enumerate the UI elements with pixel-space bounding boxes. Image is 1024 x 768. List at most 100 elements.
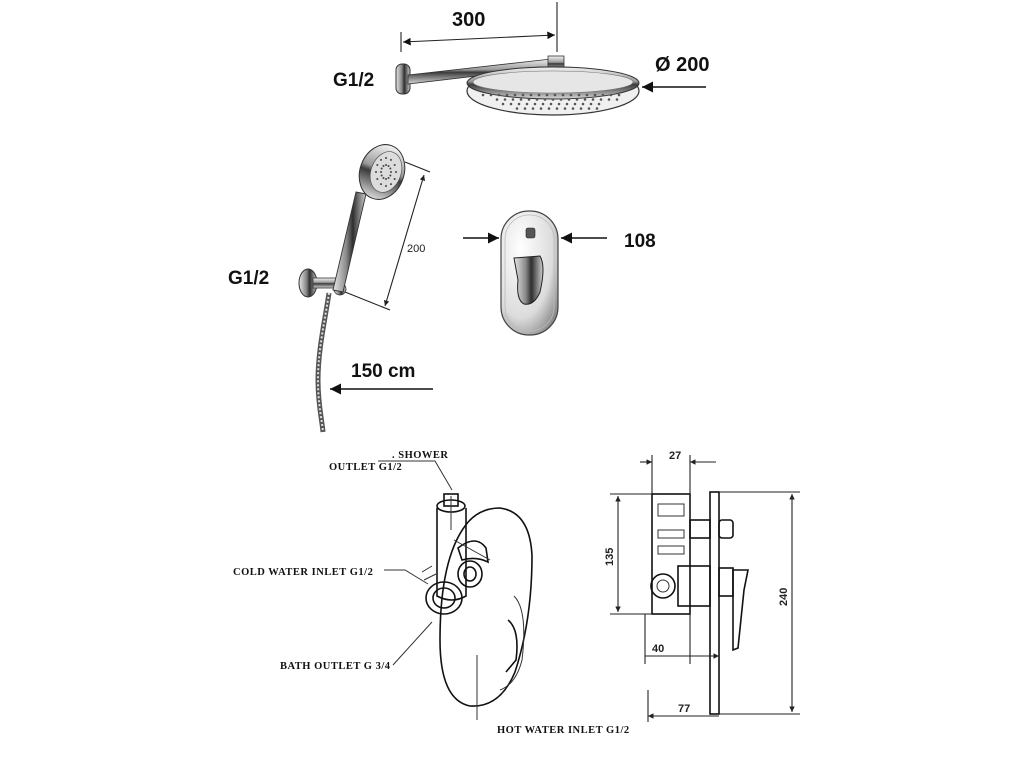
head-arm-length-label: 300 [452,9,485,31]
nozzle-dot [543,98,547,101]
leader-bath-outlet [392,621,433,666]
side-inlet-circle [650,573,676,599]
shower-hose [315,292,332,433]
hand-nozzle-dot [390,183,392,186]
side-body-detail-3 [657,545,685,555]
side-cartridge [677,565,711,607]
nozzle-dot [513,93,517,97]
side-body-detail-1 [657,503,685,517]
side-inlet-bore [656,579,670,593]
nozzle-dot [519,98,523,101]
nozzle-dot [617,93,621,97]
nozzle-dot [601,93,605,97]
cold-inlet-port [425,581,463,615]
nozzle-dot [523,107,527,110]
dim-200-ext-top [404,161,431,173]
nozzle-dot [501,102,505,106]
hand-nozzle-dot [376,164,379,166]
nozzle-dot [527,98,531,101]
hand-nozzle-dot [382,164,385,167]
nozzle-dot [599,98,603,101]
nozzle-dot [575,98,579,101]
nozzle-dot [589,102,593,106]
body-cylinder [436,508,467,601]
nozzle-dot [553,93,557,97]
nozzle-dot [591,98,595,101]
dim-40-label: 40 [652,643,664,655]
hand-nozzle-dot [393,164,396,166]
hand-shower-handle [332,191,367,293]
nozzle-dot [533,102,537,106]
nozzle-dot [565,102,569,106]
shower-outlet-label-2: OUTLET G1/2 [329,462,402,473]
nozzle-dot [511,98,515,101]
hot-inlet-label: HOT WATER INLET G1/2 [497,725,630,736]
nozzle-dot [549,102,553,106]
side-lever-base [718,567,734,597]
nozzle-dot [569,93,573,97]
nozzle-dot [609,93,613,97]
nozzle-dot [521,93,525,97]
side-valve-body [651,493,691,615]
hand-nozzle-dot [387,164,390,167]
nozzle-dot [587,107,591,110]
head-thread-label: G1/2 [333,70,374,91]
side-diverter-stem [689,519,711,539]
hand-nozzle-dot [395,171,397,173]
side-section-drawing: 27 135 240 40 77 [604,450,800,722]
plate-cutout [505,619,518,673]
dim-27-label: 27 [669,450,681,462]
nozzle-dot [517,102,521,106]
shower-head-nozzles [481,93,621,110]
nozzle-dot [529,93,533,97]
nozzle-dot [539,107,543,110]
nozzle-dot [593,93,597,97]
nozzle-dot [563,107,567,110]
nozzle-dot [505,93,509,97]
hand-nozzle-dot [380,167,383,170]
nozzle-dot [595,107,599,110]
hand-thread-label: G1/2 [228,268,269,289]
nozzle-dot [503,98,507,101]
nozzle-dot [489,93,493,97]
nozzle-dot [509,102,513,106]
nozzle-dot [579,107,583,110]
hand-nozzle-dot [380,174,383,177]
hand-nozzle-dot [376,178,379,180]
hand-nozzle-dot [385,164,387,166]
hand-nozzle-dot [380,183,382,186]
nozzle-dot [615,98,619,101]
hand-nozzle-dot [385,185,387,187]
bath-outlet-bore [463,566,477,582]
bath-outlet-label: BATH OUTLET G 3/4 [280,661,391,672]
nozzle-dot [531,107,535,110]
hose-length-label: 150 cm [351,361,415,382]
hand-nozzle-dot [382,177,385,180]
cold-inlet-bore [432,587,456,609]
housing-line [453,539,491,561]
nozzle-dot [567,98,571,101]
bath-outlet-port [457,560,483,588]
nozzle-dot [545,93,549,97]
dim-200-line [383,174,426,307]
mixer-width-label: 108 [624,231,656,252]
shower-outlet-label-1: . SHOWER [392,450,449,461]
side-wall-plate [709,491,720,715]
nozzle-dot [561,93,565,97]
hand-nozzle-dot [380,171,382,173]
hand-nozzle-dot [375,171,377,173]
nozzle-dot [583,98,587,101]
side-lever [732,569,749,652]
nozzle-dot [495,98,499,101]
head-shower-group: 300 G1/2 Ø 200 [333,2,709,116]
hand-nozzle-dot [393,178,396,180]
nozzle-dot [571,107,575,110]
leader-shower-outlet [378,460,453,491]
nozzle-dot [577,93,581,97]
nozzle-dot [481,93,485,97]
nozzle-dot [515,107,519,110]
mixer-lever [513,255,544,305]
head-diameter-label: Ø 200 [655,54,709,76]
nozzle-dot [573,102,577,106]
